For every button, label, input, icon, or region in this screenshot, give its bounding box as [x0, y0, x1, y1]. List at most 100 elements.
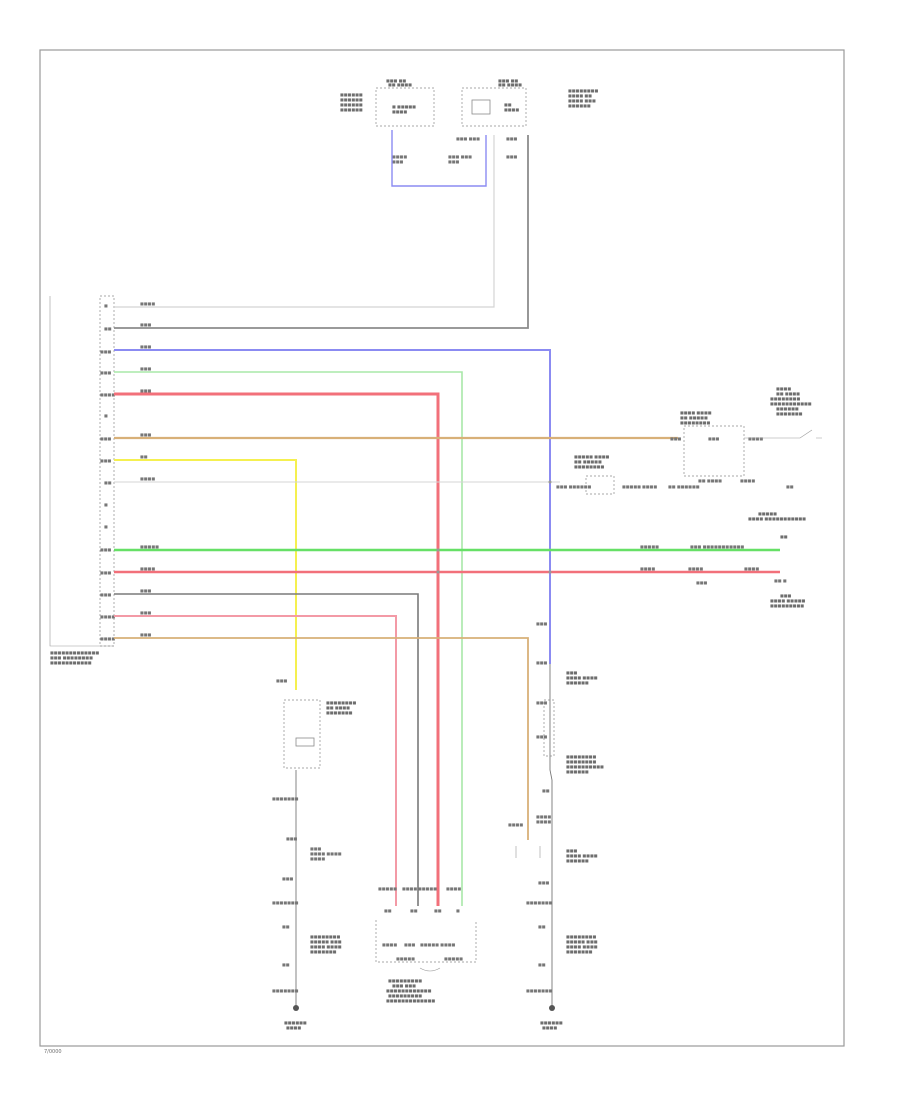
- svg-text:■■ ■: ■■ ■: [774, 578, 787, 583]
- svg-text:■■■: ■■■: [310, 846, 322, 851]
- svg-text:■■■■■■■: ■■■■■■■: [526, 900, 553, 905]
- svg-text:■■: ■■: [410, 908, 418, 913]
- svg-text:■■■ ■■■■■■■■: ■■■ ■■■■■■■■: [50, 655, 93, 660]
- svg-text:■■■■: ■■■■: [286, 1025, 301, 1030]
- wire-gray-2: [114, 593, 419, 906]
- svg-text:■■■■■■■■: ■■■■■■■■: [574, 464, 604, 469]
- figure-id: 7/0000: [44, 1049, 62, 1055]
- wire-blue-main: [114, 349, 551, 664]
- svg-text:■■: ■■: [786, 484, 794, 489]
- svg-text:■■: ■■: [434, 908, 442, 913]
- svg-text:■■■■: ■■■■: [536, 819, 551, 824]
- svg-text:■■■: ■■■: [140, 388, 152, 393]
- svg-text:■■■: ■■■: [140, 366, 152, 371]
- fuse-box-left: ■■■ ■■ ■■ ■■■■ ■■■■■■ ■■■■■■ ■■■■■■ ■■■■…: [340, 78, 435, 127]
- rear-right-door-lock: ■■■ ■■■ ■■■ ■■■■ ■■■■ ■■■■■■ ■■■ ■■■ ■■■…: [508, 621, 604, 993]
- svg-text:■■■■ ■■■■: ■■■■ ■■■■: [310, 944, 342, 949]
- svg-text:■■■: ■■■: [536, 734, 548, 739]
- svg-text:■■■: ■■■: [670, 436, 682, 441]
- svg-text:■■■■■■■■: ■■■■■■■■: [680, 420, 710, 425]
- svg-text:■■ ■■■■: ■■ ■■■■: [326, 705, 350, 710]
- svg-text:■■■: ■■■: [100, 570, 112, 575]
- svg-text:■■: ■■: [282, 924, 290, 929]
- svg-text:■■■: ■■■: [506, 154, 518, 159]
- svg-text:■■■■■■: ■■■■■■: [566, 680, 589, 685]
- svg-text:■■■: ■■■: [100, 349, 112, 354]
- svg-text:■■■■■■■■■: ■■■■■■■■■: [770, 603, 804, 608]
- svg-text:■: ■: [104, 502, 108, 507]
- svg-text:■■■: ■■■: [536, 660, 548, 665]
- door-switch-right-front: ■■■■■ ■■■■ ■■ ■■■■■ ■■■■■■■■ ■■■ ■■■■■■ …: [556, 454, 806, 608]
- svg-text:■■ ■■■■: ■■ ■■■■: [776, 391, 800, 396]
- svg-text:■■■■: ■■■■: [310, 856, 325, 861]
- svg-text:■■■■■■■: ■■■■■■■: [526, 988, 553, 993]
- svg-text:■■■■■■■: ■■■■■■■: [272, 796, 299, 801]
- svg-text:■■■■■■■■: ■■■■■■■■: [566, 934, 596, 939]
- svg-text:■: ■: [104, 413, 108, 418]
- svg-text:■■■■■■■■■: ■■■■■■■■■: [388, 978, 422, 983]
- svg-text:■■■■■■: ■■■■■■: [340, 107, 363, 112]
- svg-text:■■■■: ■■■■: [748, 436, 763, 441]
- svg-text:■■■: ■■■: [708, 436, 720, 441]
- svg-text:■■■: ■■■: [780, 593, 792, 598]
- svg-text:■■: ■■: [104, 480, 112, 485]
- wire-b-gray: [114, 135, 529, 329]
- wire-color-labels: ■■■■ ■■■ ■■■ ■■■ ■■■ ■■■ ■■ ■■■■ ■■■■■ ■…: [140, 301, 159, 637]
- svg-text:■■■: ■■■: [536, 700, 548, 705]
- connector-pin-labels: ■ ■■ ■■■ ■■■ ■■■■ ■ ■■■ ■■■ ■■ ■ ■ ■■■ ■…: [100, 303, 115, 641]
- svg-text:■■■■: ■■■■: [744, 566, 759, 571]
- svg-text:■■■ ■■■■■■■■■■■: ■■■ ■■■■■■■■■■■: [690, 544, 744, 549]
- svg-text:■■■■■■■■■■■■■: ■■■■■■■■■■■■■: [50, 650, 99, 655]
- svg-text:■■■: ■■■: [506, 136, 518, 141]
- svg-text:■■ ■■■■■■: ■■ ■■■■■■: [668, 484, 700, 489]
- ground-symbol-left: ■■■■■■ ■■■■: [284, 1005, 307, 1030]
- svg-text:■■■■■■■■: ■■■■■■■■: [310, 934, 340, 939]
- wire-tan-2: [114, 637, 529, 840]
- svg-text:■■: ■■: [384, 908, 392, 913]
- svg-text:■■■: ■■■: [140, 322, 152, 327]
- svg-text:■■■■: ■■■■: [382, 942, 397, 947]
- svg-text:■■ ■■■■■: ■■ ■■■■■: [574, 459, 602, 464]
- svg-text:■■■■ ■■■■: ■■■■ ■■■■: [566, 944, 598, 949]
- svg-text:■■■■■■: ■■■■■■: [340, 97, 363, 102]
- svg-text:■■■■■: ■■■■■: [378, 886, 397, 891]
- svg-text:■■■ ■■■: ■■■ ■■■: [456, 136, 480, 141]
- svg-text:■■■■ ■■■■: ■■■■ ■■■■: [566, 853, 598, 858]
- svg-text:■■■■■■: ■■■■■■: [776, 406, 799, 411]
- svg-text:■■■: ■■■: [140, 588, 152, 593]
- svg-text:■■■: ■■■: [566, 848, 578, 853]
- svg-text:■■■■: ■■■■: [640, 566, 655, 571]
- svg-text:■■■■■ ■■■■: ■■■■■ ■■■■: [420, 942, 456, 947]
- svg-text:■■■■ ■■■■■■■■■■■: ■■■■ ■■■■■■■■■■■: [748, 516, 806, 521]
- svg-text:■■■■: ■■■■: [392, 109, 407, 114]
- svg-text:■■■■■: ■■■■■: [444, 956, 463, 961]
- svg-text:■■■■: ■■■■: [446, 886, 461, 891]
- svg-text:■■: ■■: [504, 102, 512, 107]
- svg-text:■■■■■: ■■■■■: [140, 544, 159, 549]
- svg-text:■■: ■■: [538, 962, 546, 967]
- wire-red-1: [114, 392, 440, 906]
- svg-text:■■ ■■■■: ■■ ■■■■: [388, 82, 412, 87]
- svg-text:■■■: ■■■: [100, 458, 112, 463]
- svg-text:■■■■: ■■■■: [392, 154, 407, 159]
- svg-text:■■■■ ■■■■■: ■■■■ ■■■■■: [770, 598, 806, 603]
- svg-text:■■■: ■■■: [566, 670, 578, 675]
- combination-meter-connector: ■■■■■■■■■■■■■ ■■■ ■■■■■■■■ ■■■■■■■■■■■: [49, 295, 115, 665]
- wire-blue-top: [391, 130, 487, 187]
- svg-text:■■■■■■■■: ■■■■■■■■: [770, 396, 800, 401]
- svg-text:■■■: ■■■: [276, 678, 288, 683]
- svg-text:■■■■■■■■■: ■■■■■■■■■: [388, 993, 422, 998]
- svg-text:■■■: ■■■: [448, 159, 460, 164]
- svg-text:■: ■: [456, 908, 460, 913]
- svg-text:■■■ ■■■: ■■■ ■■■: [392, 983, 416, 988]
- svg-text:■■■■: ■■■■: [504, 107, 519, 112]
- svg-text:■■: ■■: [104, 326, 112, 331]
- svg-text:■■■■■: ■■■■■: [758, 511, 777, 516]
- svg-text:■■■■■■■■■■■■■: ■■■■■■■■■■■■■: [386, 998, 435, 1003]
- wire-gnd-mid: [549, 664, 553, 1006]
- svg-text:■■■■: ■■■■: [100, 614, 115, 619]
- svg-text:■■■ ■■: ■■■ ■■: [386, 78, 406, 83]
- diagram-border: [39, 49, 845, 1047]
- svg-text:■■■: ■■■: [392, 159, 404, 164]
- svg-text:■■■■: ■■■■: [542, 1025, 557, 1030]
